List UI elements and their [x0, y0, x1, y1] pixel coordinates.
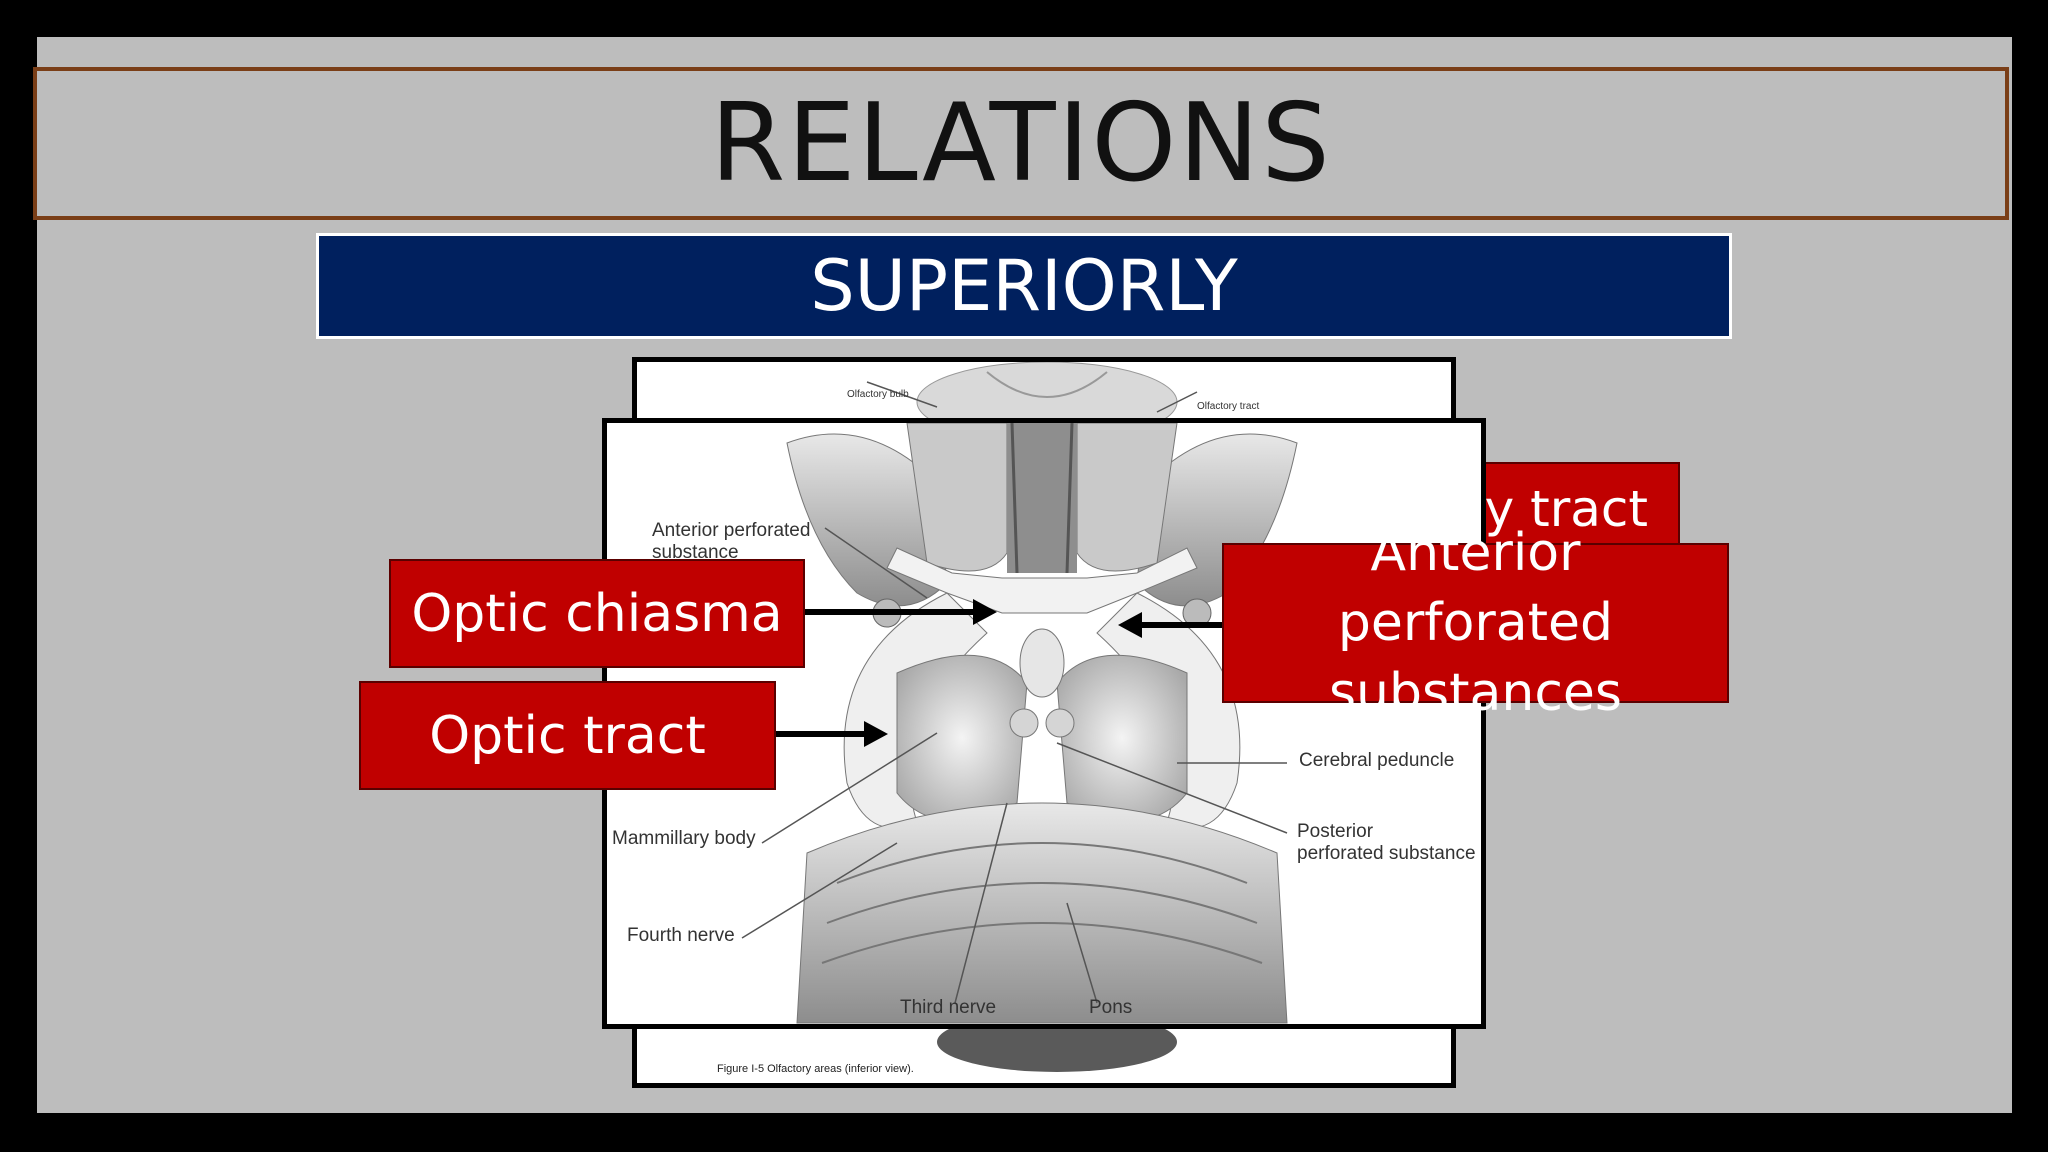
arrow-optic-tract: [776, 721, 888, 747]
label-anterior-perforated-substance: Anterior perforated substance: [652, 520, 811, 563]
callout-optic-chiasma: Optic chiasma: [389, 559, 805, 668]
slide-title: RELATIONS: [710, 81, 1332, 206]
brain-illustration: [741, 423, 1298, 1024]
callout-anterior-perforated-substances: Anterior perforated substances: [1222, 523, 1729, 723]
label-olfactory-tract: Olfactory tract: [1197, 401, 1260, 412]
callout-optic-tract: Optic tract: [359, 681, 776, 790]
label-pons: Pons: [1089, 997, 1133, 1018]
label-mammillary-body: Mammillary body: [612, 828, 756, 849]
label-posterior-perforated-substance: Posterior perforated substance: [1297, 821, 1476, 864]
label-cerebral-peduncle: Cerebral peduncle: [1299, 750, 1455, 771]
slide-subtitle: SUPERIORLY: [810, 245, 1238, 327]
title-box: RELATIONS: [33, 67, 2009, 220]
arrow-anterior-perforated: [1118, 612, 1222, 638]
label-olfactory-bulb: Olfactory bulb: [847, 389, 909, 400]
label-third-nerve: Third nerve: [900, 997, 997, 1018]
figure-caption: Figure I-5 Olfactory areas (inferior vie…: [717, 1063, 914, 1075]
label-fourth-nerve: Fourth nerve: [627, 925, 735, 946]
arrow-optic-chiasma: [805, 599, 997, 625]
subtitle-bar: SUPERIORLY: [316, 233, 1732, 339]
